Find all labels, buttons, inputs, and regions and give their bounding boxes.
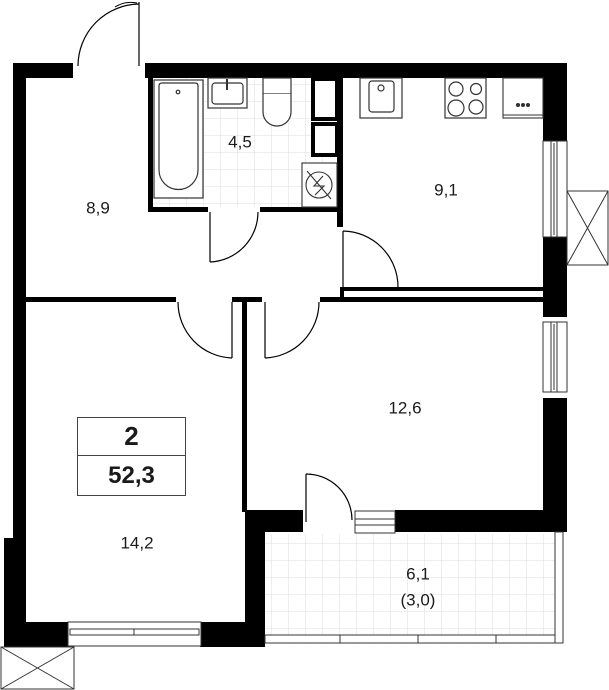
loggia-window-icon [354, 510, 396, 534]
apartment-summary-box: 2 52,3 [77, 417, 186, 496]
total-area: 52,3 [108, 462, 155, 489]
room-area-loggia-reduced: (3,0) [400, 590, 436, 610]
bedroom-door-icon [264, 301, 320, 359]
entrance-door-icon [77, 1, 140, 67]
living-room-door-icon [177, 301, 233, 359]
room-area-bathroom: 4,5 [228, 132, 252, 152]
bathtub-icon [153, 79, 204, 199]
oven-icon [502, 77, 544, 119]
bathroom-door-icon [209, 211, 259, 263]
kitchen-sink-icon [359, 77, 403, 119]
outer-walls [4, 63, 567, 647]
room-area-kitchen: 9,1 [434, 180, 458, 200]
loggia-glazing-icon [264, 531, 564, 644]
washing-machine-icon [301, 162, 338, 208]
stove-icon [444, 77, 487, 119]
inner-walls [26, 77, 545, 512]
room-area-bedroom: 12,6 [388, 398, 422, 418]
loggia-door-icon [305, 473, 353, 522]
room-area-hallway: 8,9 [86, 198, 110, 218]
loggia-floor [265, 534, 555, 644]
room-area-living-room: 14,2 [120, 533, 154, 553]
room-area-loggia: 6,1 [406, 564, 430, 584]
toilet-icon [262, 77, 292, 127]
living-room-window-icon [67, 621, 202, 647]
kitchen-door-icon [342, 230, 399, 291]
kitchen-window-icon [542, 140, 568, 238]
ventilation-box-icon [566, 190, 609, 266]
utility-shaft-icon [311, 77, 339, 157]
sink-icon [207, 77, 248, 109]
room-count: 2 [78, 418, 185, 456]
ventilation-box-icon [0, 646, 75, 690]
bedroom-window-icon [542, 321, 568, 393]
